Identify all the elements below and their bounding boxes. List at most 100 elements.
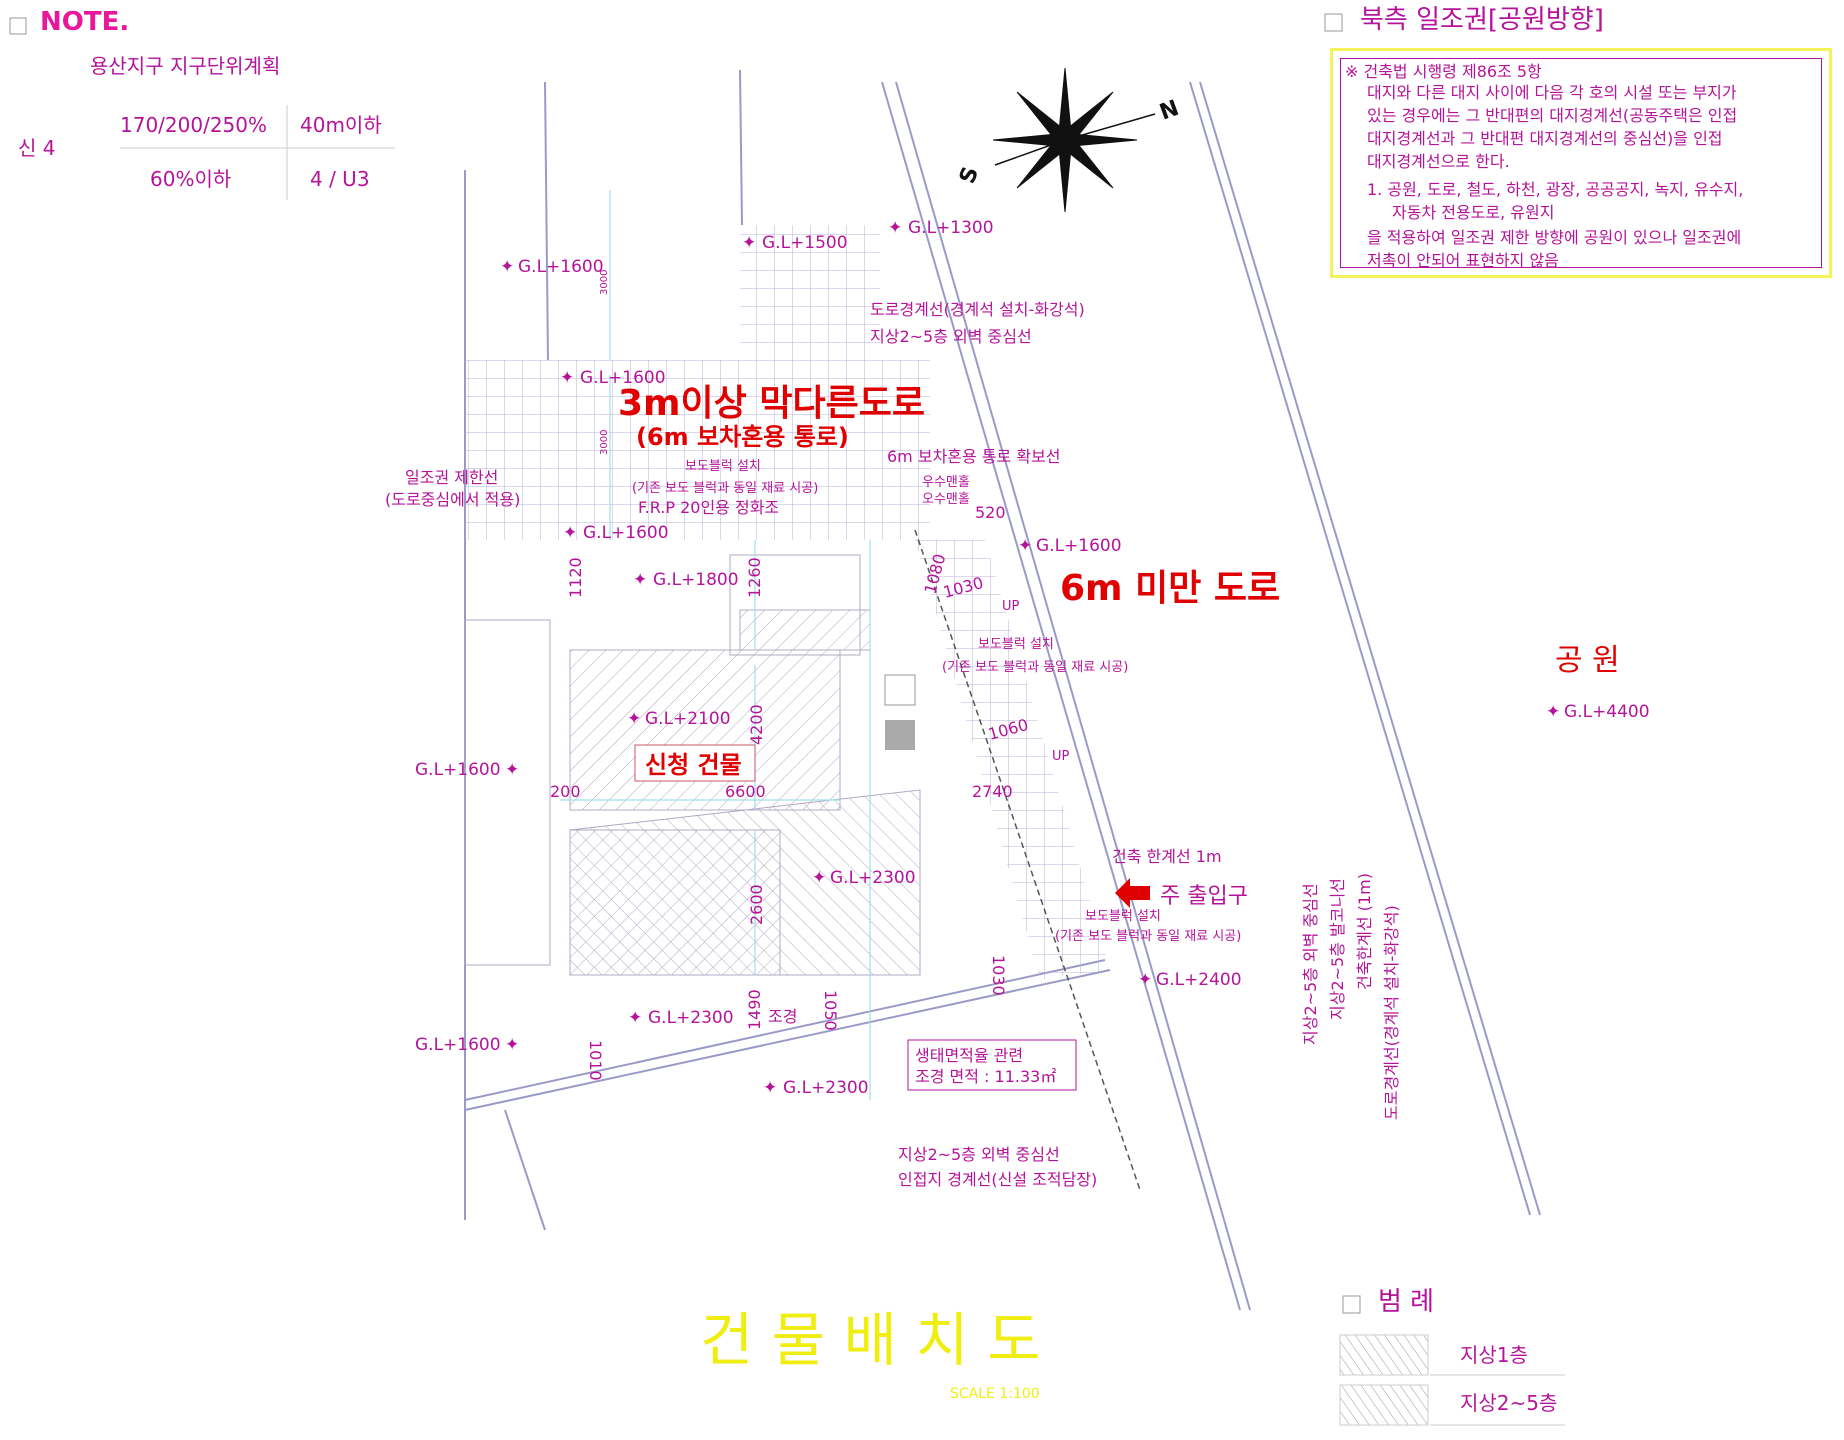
elevation-marker: ✦G.L+1600 xyxy=(563,523,669,543)
road-lines xyxy=(464,69,1541,1311)
svg-text:✦: ✦ xyxy=(1546,702,1560,722)
svg-text:G.L+2300: G.L+2300 xyxy=(783,1078,869,1098)
wall-center-label: 지상2~5층 외벽 중심선 xyxy=(870,327,1032,346)
elevation-marker: ✦G.L+2300 xyxy=(628,1008,734,1028)
svg-text:대지경계선으로 한다.: 대지경계선으로 한다. xyxy=(1367,152,1510,171)
block-sub-label-2: (기존 보도 블럭과 동일 재료 시공) xyxy=(942,660,1128,675)
walkway-line-label: 6m 보차혼용 통로 확보선 xyxy=(887,447,1061,466)
elevation-marker: G.L+1600✦ xyxy=(415,760,519,780)
dim-200: 200 xyxy=(550,782,581,801)
vertical-build-limit: 건축한계선 (1m) xyxy=(1355,873,1374,990)
svg-text:1. 공원, 도로, 철도, 하천, 광장, 공공공지, 녹: 1. 공원, 도로, 철도, 하천, 광장, 공공공지, 녹지, 유수지, xyxy=(1367,180,1743,199)
dim-4200: 4200 xyxy=(747,704,766,745)
svg-text:✦: ✦ xyxy=(633,570,647,590)
svg-text:✦: ✦ xyxy=(505,1035,519,1055)
eco-area: 조경 면적 : 11.33㎡ xyxy=(915,1067,1056,1086)
legend-label: 지상1층 xyxy=(1460,1343,1528,1367)
sunlight-note-frame-inner xyxy=(1340,58,1822,268)
elevation-marker: ✦ G.L+2300 xyxy=(763,1078,869,1098)
svg-text:✦: ✦ xyxy=(763,1078,777,1098)
main-entrance-arrow xyxy=(1115,878,1150,908)
sunlight-limit-sub: (도로중심에서 적용) xyxy=(385,490,520,509)
svg-text:G.L+1600: G.L+1600 xyxy=(1036,536,1122,556)
svg-text:G.L+1600: G.L+1600 xyxy=(518,257,604,277)
svg-text:✦: ✦ xyxy=(742,233,756,253)
svg-text:✦: ✦ xyxy=(888,218,902,238)
road-under-6m-label: 6m 미만 도로 xyxy=(1060,568,1280,609)
elevation-marker: ✦G.L+2100 xyxy=(627,709,731,729)
svg-text:✦: ✦ xyxy=(500,257,514,277)
compass-south: S xyxy=(955,164,984,187)
elevation-marker: ✦G.L+4400 xyxy=(1546,702,1650,722)
wall-center-label-2: 지상2~5층 외벽 중심선 xyxy=(898,1145,1060,1164)
sunlight-title: 북측 일조권[공원방향] xyxy=(1360,5,1604,35)
road-boundary-label: 도로경계선(경계석 설치-화강석) xyxy=(870,300,1085,319)
dim-3000-a: 3000 xyxy=(599,270,610,295)
legend-item: 지상1층 xyxy=(1339,1334,1565,1376)
main-entrance-label: 주 출입구 xyxy=(1160,884,1248,909)
dim-1010: 1010 xyxy=(586,1040,605,1081)
svg-text:✦: ✦ xyxy=(505,760,519,780)
svg-text:✦: ✦ xyxy=(560,368,574,388)
block-sub-label-3: (기존 보도 블럭과 동일 재료 시공) xyxy=(1055,929,1241,944)
sunlight-checkbox[interactable] xyxy=(1324,13,1343,32)
note-cell-floors: 4 / U3 xyxy=(310,167,370,191)
vertical-road-boundary: 도로경계선(경계석 설치-화강석) xyxy=(1382,905,1401,1120)
dead-end-road-sub: (6m 보차혼용 통로) xyxy=(636,423,849,451)
sunlight-limit-label: 일조권 제한선 xyxy=(405,468,498,487)
up-label-2: UP xyxy=(1052,749,1070,764)
build-limit-label: 건축 한계선 1m xyxy=(1112,847,1222,866)
svg-text:✦: ✦ xyxy=(1138,970,1152,990)
svg-text:을 적용하여 일조권 제한 방향에 공원이 있으나 일조권에: 을 적용하여 일조권 제한 방향에 공원이 있으나 일조권에 xyxy=(1367,228,1741,247)
dim-1490: 1490 xyxy=(745,989,764,1030)
dim-1030-bottom: 1030 xyxy=(989,955,1008,996)
vertical-balcony-line: 지상2~5층 발코니선 xyxy=(1328,878,1347,1020)
svg-text:G.L+1600: G.L+1600 xyxy=(583,523,669,543)
svg-text:✦: ✦ xyxy=(627,709,641,729)
building-footprint xyxy=(464,554,921,976)
svg-text:G.L+1600: G.L+1600 xyxy=(415,1035,501,1055)
dead-end-road-label: 3m이상 막다른도로 xyxy=(618,383,925,424)
legend-checkbox[interactable] xyxy=(1342,1295,1361,1314)
svg-text:G.L+1300: G.L+1300 xyxy=(908,218,994,238)
drawing-title: 건 물 배 치 도 xyxy=(700,1306,1041,1374)
dim-1120: 1120 xyxy=(566,557,585,598)
block-install-label-3: 보도블럭 설치 xyxy=(1085,909,1161,924)
elevation-marker: ✦ G.L+1800 xyxy=(633,570,739,590)
dim-3000-b: 3000 xyxy=(599,430,610,455)
svg-text:대지경계선과 그 반대편 대지경계선의 중심선)을 인접: 대지경계선과 그 반대편 대지경계선의 중심선)을 인접 xyxy=(1367,129,1723,148)
building-label: 신청 건물 xyxy=(645,751,742,779)
landscape-label: 조경 xyxy=(768,1007,797,1026)
legend-item: 지상2~5층 xyxy=(1339,1384,1565,1426)
svg-text:※ 건축법 시행령 제86조 5항: ※ 건축법 시행령 제86조 5항 xyxy=(1345,62,1542,81)
note-checkbox[interactable] xyxy=(9,17,27,35)
svg-text:저촉이 안되어 표현하지 않음: 저촉이 안되어 표현하지 않음 xyxy=(1367,251,1559,270)
elevation-marker: ✦ G.L+1300 xyxy=(888,218,994,238)
park-label: 공 원 xyxy=(1555,643,1620,678)
svg-text:G.L+1800: G.L+1800 xyxy=(653,570,739,590)
adjacent-boundary-label: 인접지 경계선(신설 조적담장) xyxy=(898,1170,1097,1189)
svg-text:있는 경우에는 그 반대편의 대지경계선(공동주택은 인접: 있는 경우에는 그 반대편의 대지경계선(공동주택은 인접 xyxy=(1367,106,1737,125)
eco-area-box: 생태면적율 관련 조경 면적 : 11.33㎡ xyxy=(907,1039,1077,1091)
note-row-label: 신 4 xyxy=(18,136,55,160)
elevation-marker: ✦ G.L+1600 xyxy=(560,368,666,388)
dim-1050: 1050 xyxy=(821,990,840,1031)
note-cell-coverage: 60%이하 xyxy=(150,167,231,191)
note-cell-height: 40m이하 xyxy=(300,113,382,137)
frp-label: F.R.P 20인용 정화조 xyxy=(638,498,779,517)
block-install-label: 보도블럭 설치 xyxy=(685,459,761,474)
block-sub-label: (기존 보도 블럭과 동일 재료 시공) xyxy=(632,481,818,496)
rain-manhole-label: 우수맨홀 xyxy=(922,475,970,490)
dim-2600: 2600 xyxy=(747,884,766,925)
svg-text:✦: ✦ xyxy=(812,868,826,888)
svg-text:G.L+1600: G.L+1600 xyxy=(415,760,501,780)
dim-520: 520 xyxy=(975,503,1006,522)
elevation-marker: ✦G.L+1600 xyxy=(1018,536,1122,556)
elevation-marker: ✦G.L+1500 xyxy=(742,233,848,253)
svg-text:✦: ✦ xyxy=(1018,536,1032,556)
walkway-grid xyxy=(465,225,1110,980)
vertical-wall-center: 지상2~5층 외벽 중심선 xyxy=(1301,883,1320,1045)
district-plan-label: 용산지구 지구단위계획 xyxy=(90,54,280,78)
compass-north: N xyxy=(1157,96,1183,126)
svg-text:G.L+1600: G.L+1600 xyxy=(580,368,666,388)
